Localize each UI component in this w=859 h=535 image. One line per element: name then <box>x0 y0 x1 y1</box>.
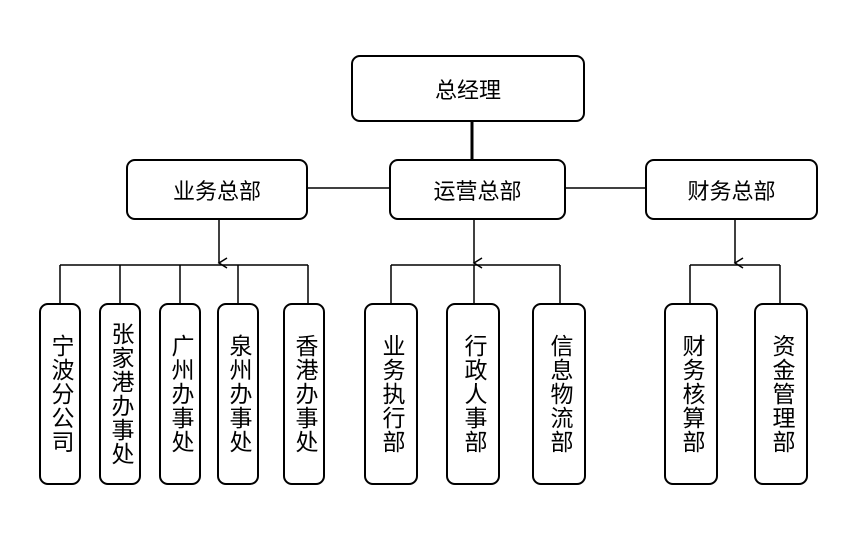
node-label: 香港办事处 <box>291 334 317 454</box>
node-operations-child-2: 行政人事部 <box>446 303 500 485</box>
node-label: 业务执行部 <box>378 334 404 454</box>
node-label: 广州办事处 <box>167 334 193 454</box>
node-label: 运营总部 <box>433 179 522 205</box>
node-label: 业务总部 <box>172 179 261 205</box>
node-business-child-3: 广州办事处 <box>159 303 201 485</box>
node-operations-child-3: 信息物流部 <box>532 303 586 485</box>
node-label: 资金管理部 <box>768 334 794 454</box>
node-business-child-1: 宁波分公司 <box>39 303 81 485</box>
node-label: 行政人事部 <box>460 334 486 454</box>
node-operations-child-1: 业务执行部 <box>364 303 418 485</box>
node-finance-child-1: 财务核算部 <box>664 303 718 485</box>
node-business-division: 业务总部 <box>126 159 308 220</box>
node-label: 财务核算部 <box>678 334 704 454</box>
node-general-manager: 总经理 <box>351 55 585 122</box>
node-business-child-2: 张家港办事处 <box>99 303 141 485</box>
node-business-child-5: 香港办事处 <box>283 303 325 485</box>
node-label: 财务总部 <box>687 179 776 205</box>
node-business-child-4: 泉州办事处 <box>217 303 259 485</box>
node-label: 张家港办事处 <box>107 322 133 466</box>
node-label: 宁波分公司 <box>47 334 73 454</box>
node-label: 泉州办事处 <box>225 334 251 454</box>
node-finance-division: 财务总部 <box>645 159 818 220</box>
node-operations-division: 运营总部 <box>389 159 566 220</box>
node-label: 信息物流部 <box>546 334 572 454</box>
node-finance-child-2: 资金管理部 <box>754 303 808 485</box>
node-label: 总经理 <box>434 78 501 104</box>
